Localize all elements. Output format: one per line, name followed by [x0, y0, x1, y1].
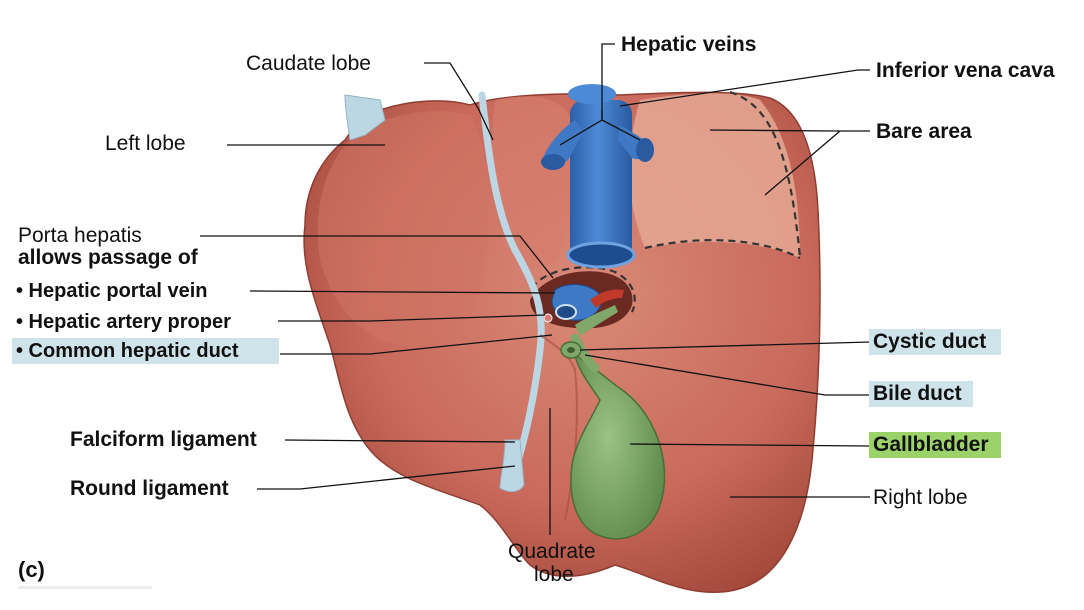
leader-bare-area-b — [764, 130, 841, 196]
bare-area-outline — [644, 90, 802, 259]
ligament-top-flap — [344, 94, 386, 141]
label-right-lobe: Right lobe — [873, 486, 968, 509]
leader-bare-area-a — [709, 129, 870, 132]
label-bile-duct: Bile duct — [869, 381, 973, 407]
left-lobe — [317, 111, 489, 346]
label-quadrate-lobe: Quadrate — [508, 540, 596, 563]
falciform-ligament — [478, 91, 545, 474]
common-hepatic-duct — [575, 305, 618, 336]
bare-area — [629, 93, 800, 258]
label-bare-area: Bare area — [876, 120, 972, 143]
hepatic-vein-left-opening — [541, 154, 565, 170]
leader-ivc — [619, 69, 870, 107]
leader-portal-vein — [249, 290, 556, 294]
label-left-lobe: Left lobe — [105, 132, 186, 155]
label-caudate-lobe: Caudate lobe — [246, 52, 371, 75]
hepatic-portal-vein-opening — [555, 304, 577, 320]
label-inferior-vena-cava: Inferior vena cava — [876, 59, 1055, 82]
label-quadrate-lobe-2: lobe — [534, 563, 574, 586]
cystic-duct-opening — [567, 347, 575, 353]
label-hepatic-portal-vein: • Hepatic portal vein — [16, 280, 208, 302]
label-hepatic-artery-proper: • Hepatic artery proper — [16, 311, 231, 333]
leader-cystic-duct — [579, 341, 871, 351]
leader-caudate-lobe — [424, 62, 494, 141]
inferior-vena-cava — [570, 100, 632, 260]
leader-falciform — [284, 439, 516, 443]
label-round-ligament: Round ligament — [70, 477, 229, 500]
leader-round-ligament — [257, 465, 516, 490]
hepatic-artery-opening — [543, 313, 553, 323]
label-falciform-ligament: Falciform ligament — [70, 428, 257, 451]
panel-underline — [18, 586, 152, 589]
label-gallbladder: Gallbladder — [869, 432, 1001, 458]
hepatic-vein-right-opening — [636, 138, 654, 162]
panel-letter: (c) — [18, 557, 45, 582]
leader-gallbladder — [629, 443, 871, 447]
bile-duct — [570, 333, 600, 373]
label-porta-hepatis: Porta hepatis — [18, 224, 142, 247]
label-cystic-duct: Cystic duct — [869, 329, 1001, 355]
porta-hepatis-outline — [531, 266, 636, 313]
leader-hepatic-veins-b — [601, 119, 641, 141]
label-porta-hepatis-allows: allows passage of — [18, 246, 198, 269]
leader-lines — [200, 43, 871, 535]
leader-bile-duct — [584, 354, 870, 396]
label-common-hepatic-duct: • Common hepatic duct — [12, 338, 279, 364]
gallbladder — [570, 353, 666, 540]
leader-hepatic-artery — [278, 314, 546, 322]
ivc-lower-opening — [566, 241, 636, 269]
leader-hepatic-veins-a — [559, 119, 603, 146]
leader-hepatic-veins — [601, 43, 615, 120]
leader-common-hepatic-duct — [280, 334, 553, 355]
label-hepatic-veins: Hepatic veins — [621, 33, 757, 56]
hepatic-artery-proper — [590, 289, 624, 308]
ivc-top — [568, 84, 616, 104]
leader-porta-hepatis — [200, 235, 554, 279]
